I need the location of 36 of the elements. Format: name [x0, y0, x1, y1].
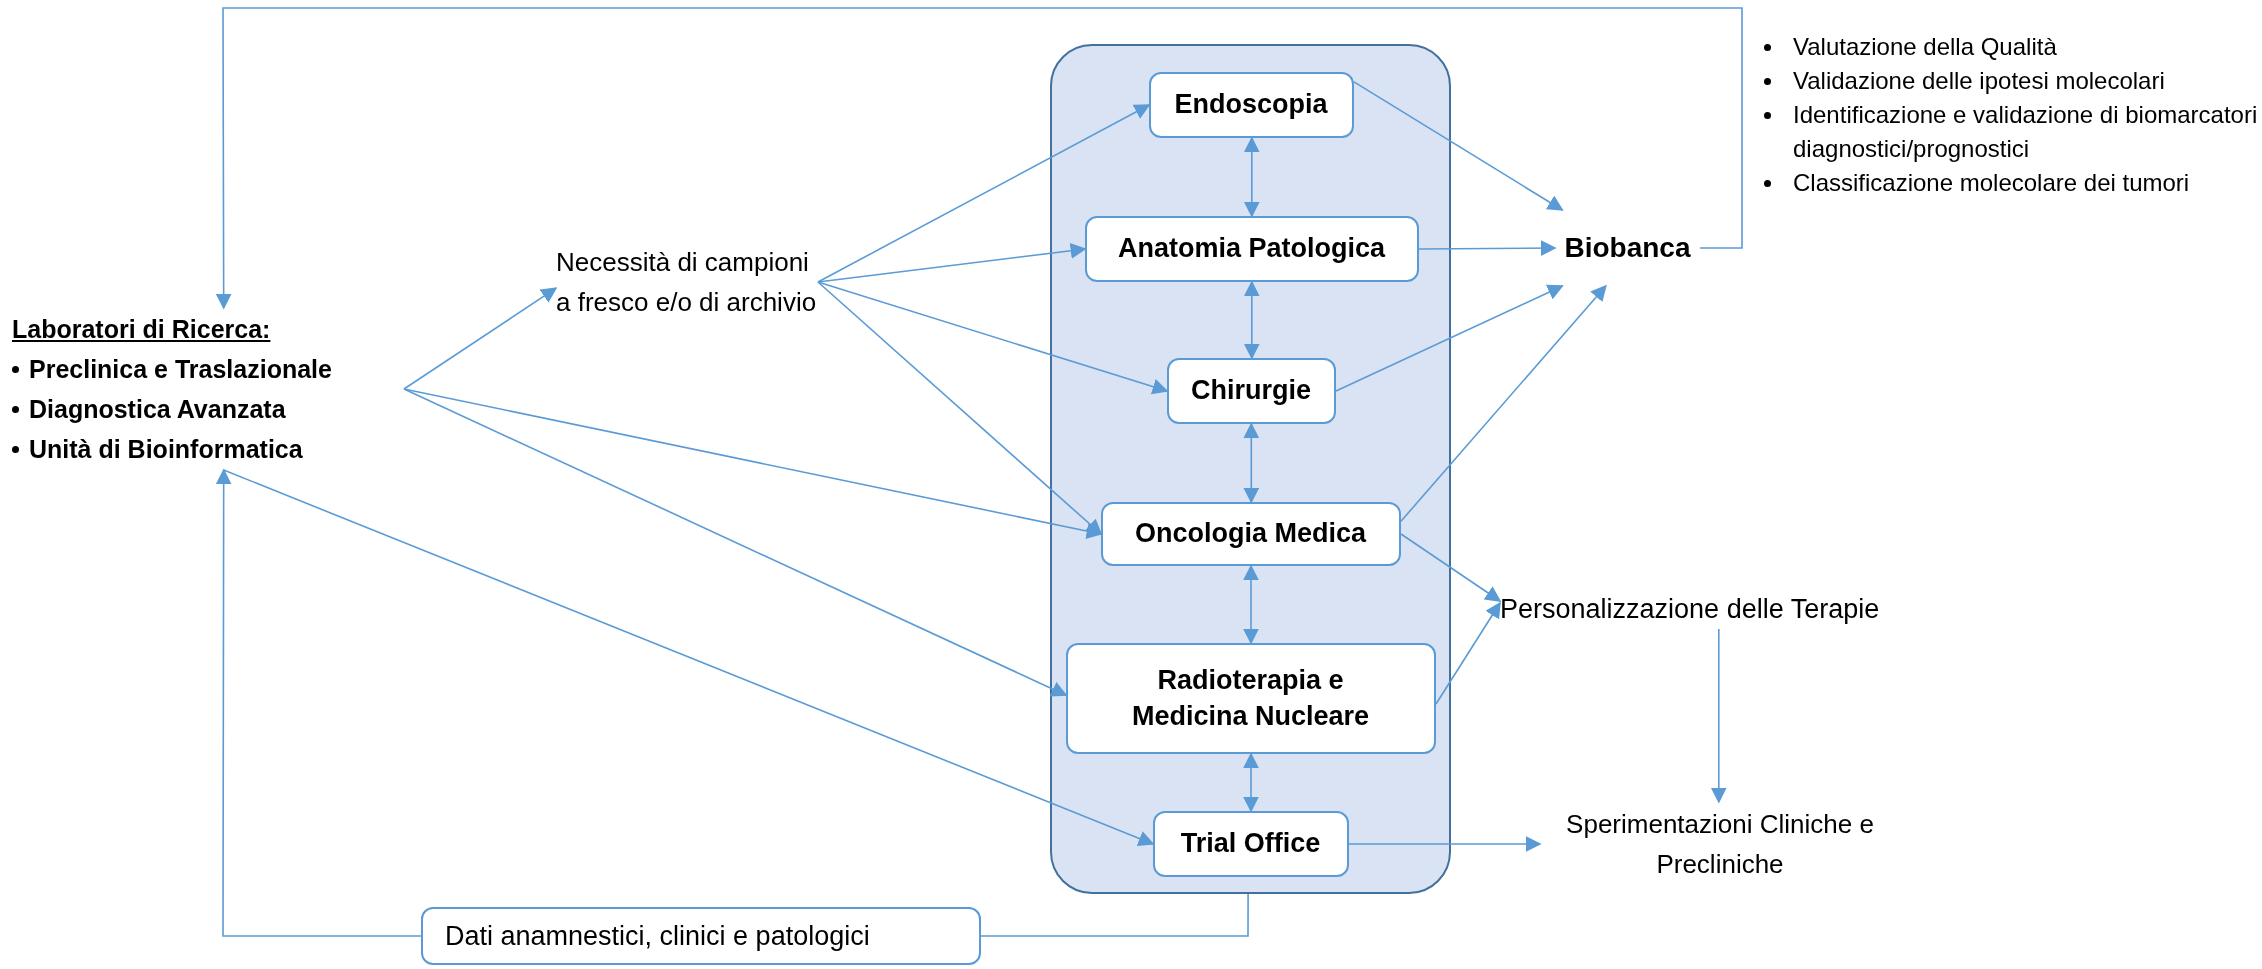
text-label: Personalizzazione delle Terapie — [1500, 589, 1935, 629]
arrow — [215, 7, 1743, 310]
arrow — [1353, 81, 1564, 211]
arrow — [1243, 422, 1260, 504]
text-label: Biobanca — [1555, 210, 1700, 286]
department-box: Chirurgie — [1166, 357, 1336, 424]
list-item: Identificazione e validazione di biomarcatori diagnostici/prognostici — [1793, 100, 2258, 164]
arrow — [1243, 136, 1260, 218]
department-box: Anatomia Patologica — [1084, 215, 1419, 282]
list-item: Preclinica e Traslazionale — [29, 354, 332, 385]
arrow — [1418, 240, 1557, 257]
arrow — [1435, 601, 1501, 705]
department-box: Trial Office — [1152, 810, 1349, 877]
text-label: Necessità di campioni a fresco e/o di archivio — [556, 220, 818, 344]
arrow — [1243, 564, 1259, 645]
department-group-panel — [1050, 44, 1451, 894]
list-item: Valutazione della Qualità — [1793, 32, 2057, 62]
list-item: Diagnostica Avanzata — [29, 394, 286, 425]
arrow — [1243, 752, 1259, 813]
list-item: Validazione delle ipotesi molecolari — [1793, 66, 2165, 96]
department-box: Radioterapia e Medicina Nucleare — [1065, 642, 1436, 754]
arrow — [1710, 628, 1727, 804]
arrow — [1335, 284, 1564, 392]
arrow — [215, 468, 422, 937]
list-item: Classificazione molecolare dei tumori — [1793, 168, 2190, 198]
list-item: Unità di Bioinformatica — [29, 434, 303, 465]
data-box: Dati anamnestici, clinici e patologici — [421, 907, 981, 965]
arrow — [1400, 533, 1502, 602]
arrow — [1400, 284, 1607, 522]
department-box: Endoscopia — [1148, 71, 1354, 138]
text-label: Sperimentazioni Cliniche e Precliniche — [1540, 802, 1900, 886]
arrow — [1348, 836, 1542, 852]
arrow — [403, 287, 558, 390]
heading: Laboratori di Ricerca: — [12, 314, 272, 345]
department-box: Oncologia Medica — [1100, 501, 1401, 566]
arrow — [1243, 280, 1260, 360]
